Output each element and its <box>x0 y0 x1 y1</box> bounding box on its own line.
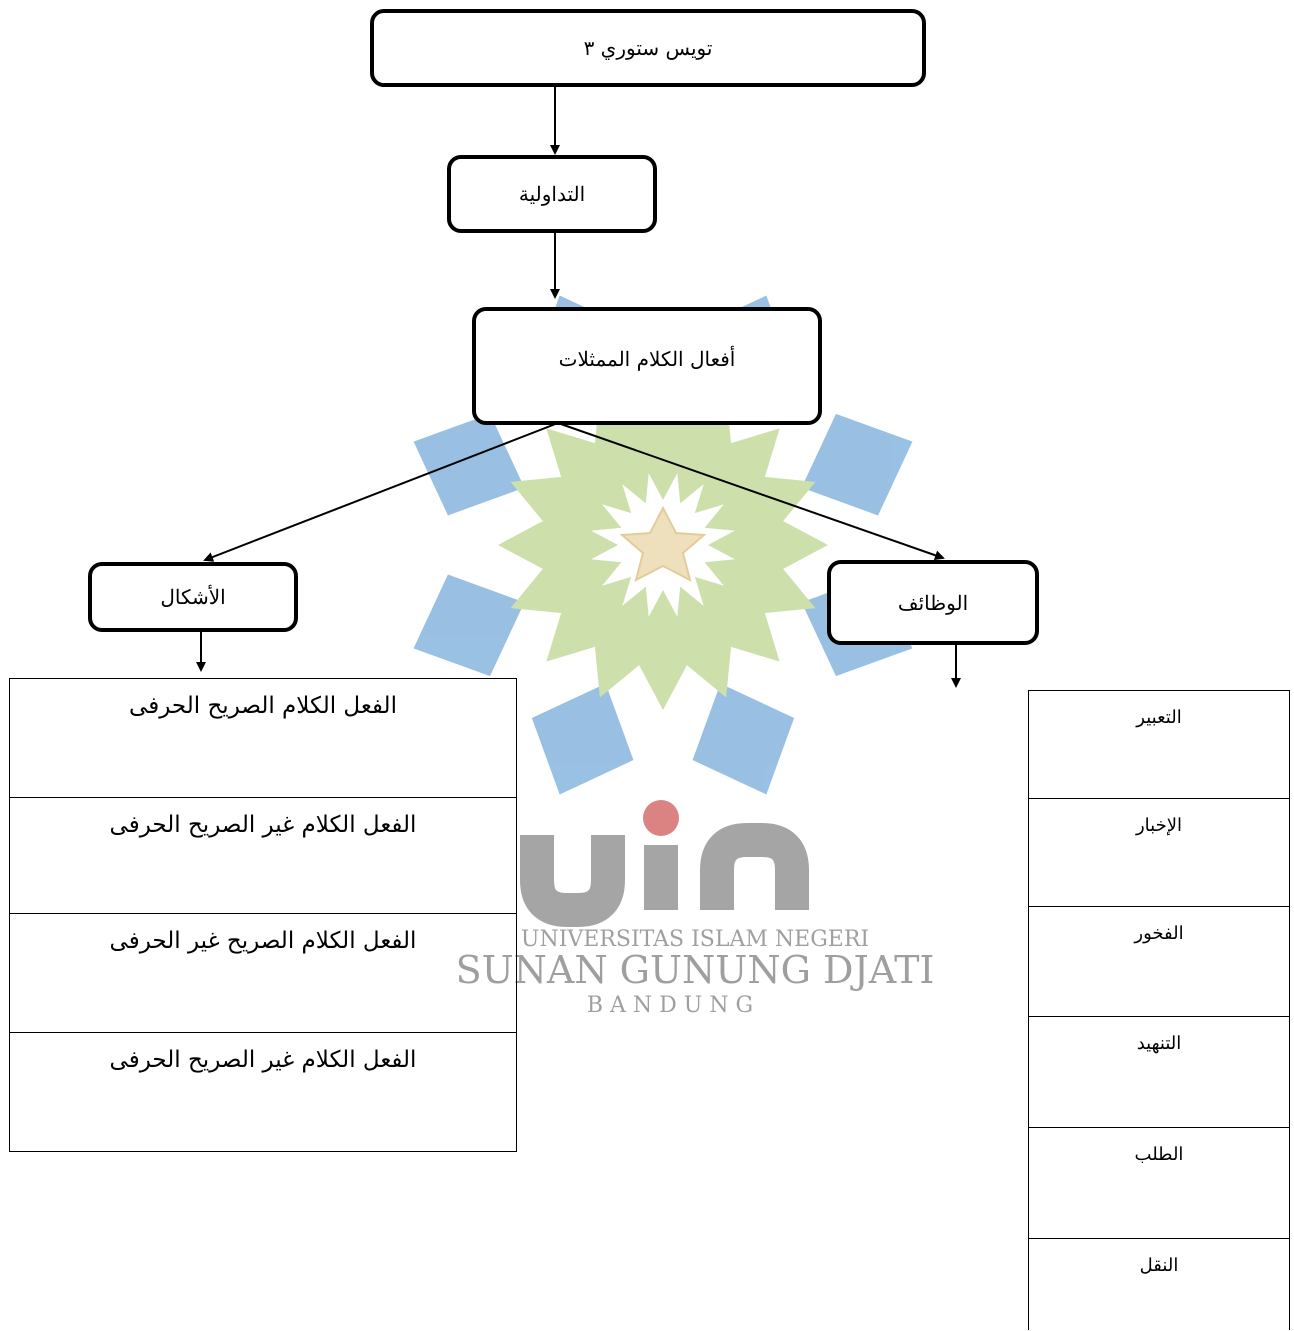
watermark-petal-blue-icon <box>413 574 525 677</box>
watermark-line1: UNIVERSITAS ISLAM NEGERI <box>521 927 869 952</box>
logo-dot-icon <box>643 800 679 836</box>
functions-item-label: الطلب <box>1134 1144 1184 1165</box>
functions-item-label: النقل <box>1139 1255 1179 1276</box>
pragmatics-node-label: التداولية <box>518 182 586 206</box>
forms-node-label: الأشكال <box>160 585 226 609</box>
watermark-petal-green-icon <box>704 475 816 535</box>
speech-acts-node: أفعال الكلام الممثلات <box>472 307 822 425</box>
watermark-petal-blue-icon <box>413 413 525 516</box>
watermark-petal-green-icon <box>593 586 653 698</box>
watermark-line2: SUNAN GUNUNG DJATI <box>456 948 935 992</box>
watermark-line3: B A N D U N G <box>587 993 753 1018</box>
watermark-petal-blue-icon <box>692 683 795 795</box>
functions-item: النقل <box>1029 1239 1289 1331</box>
forms-item: الفعل الكلام الصريح الحرفى <box>10 679 516 798</box>
forms-item: الفعل الكلام الصريح غير الحرفى <box>10 914 516 1033</box>
functions-table: التعبير الإخبار الفخور التنهيد الطلب الن… <box>1028 690 1290 1330</box>
forms-item-label: الفعل الكلام الصريح الحرفى <box>129 693 397 719</box>
watermark-petal-green-icon <box>510 475 622 535</box>
watermark-petal-green-icon <box>704 555 816 615</box>
functions-item: الإخبار <box>1029 799 1289 907</box>
watermark-petal-blue-icon <box>801 413 913 516</box>
watermark-petal-green-icon <box>510 555 622 615</box>
functions-node-label: الوظائف <box>897 590 969 615</box>
functions-item-label: التعبير <box>1136 707 1182 728</box>
functions-item: التنهيد <box>1029 1017 1289 1128</box>
arrow-speech-acts-to-functions <box>557 422 945 561</box>
functions-item-label: الفخور <box>1134 923 1184 944</box>
arrow-speech-acts-to-forms <box>203 422 559 562</box>
functions-item-label: الإخبار <box>1135 815 1182 836</box>
forms-table: الفعل الكلام الصريح الحرفى الفعل الكلام … <box>9 678 517 1152</box>
functions-item: الفخور <box>1029 907 1289 1017</box>
watermark-petal-blue-icon <box>531 683 634 795</box>
functions-item: التعبير <box>1029 691 1289 799</box>
forms-item-label: الفعل الكلام الصريح غير الحرفى <box>109 928 417 954</box>
watermark-petal-green-icon <box>673 586 733 698</box>
root-node: تويس ستوري ٣ <box>370 9 926 87</box>
forms-node: الأشكال <box>88 562 298 632</box>
forms-item: الفعل الكلام غير الصريح الحرفى <box>10 798 516 914</box>
uin-logo-icon <box>520 823 809 927</box>
speech-acts-node-label: أفعال الكلام الممثلات <box>558 347 736 371</box>
functions-node: الوظائف <box>827 560 1039 645</box>
center-star-icon <box>619 505 707 582</box>
functions-item: الطلب <box>1029 1128 1289 1239</box>
forms-item: الفعل الكلام غير الصريح الحرفى <box>10 1033 516 1151</box>
functions-item-label: التنهيد <box>1136 1033 1182 1054</box>
pragmatics-node: التداولية <box>447 155 657 233</box>
forms-item-label: الفعل الكلام غير الصريح الحرفى <box>109 1047 417 1073</box>
forms-item-label: الفعل الكلام غير الصريح الحرفى <box>109 812 417 838</box>
root-node-label: تويس ستوري ٣ <box>583 36 713 60</box>
